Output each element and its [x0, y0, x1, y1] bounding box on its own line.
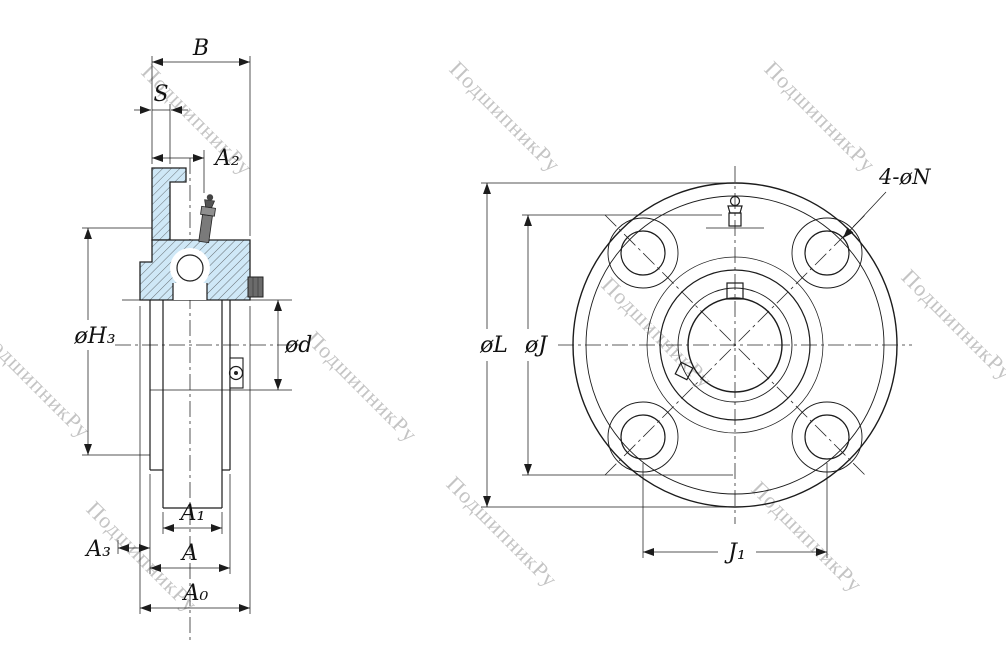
dimension-lines-right	[483, 183, 887, 556]
watermark-text: ПодшипникРу	[747, 476, 868, 597]
dim-label-A0: A₀	[182, 581, 209, 606]
watermark-text: ПодшипникРу	[442, 471, 563, 592]
housing-section	[139, 167, 251, 301]
nipple-tip	[729, 195, 741, 207]
watermark-text: ПодшипникРу	[137, 59, 258, 180]
dim-label-4N: 4-øN	[878, 165, 931, 189]
dim-label-A2: A₂	[213, 146, 240, 171]
screw-hole	[228, 365, 244, 381]
dim-label-J1: J₁	[724, 540, 746, 565]
bolt-hole	[804, 414, 850, 460]
dim-label-A1: A₁	[179, 501, 206, 526]
set-screw-front	[674, 361, 694, 381]
outer-flange-circle	[572, 182, 898, 508]
bolt-hole	[620, 414, 666, 460]
shaft-bore-circle	[687, 297, 783, 393]
spigot-circle	[646, 256, 824, 434]
watermark-text: ПодшипникРу	[445, 56, 566, 177]
bolt-lobe	[607, 217, 679, 289]
dim-label-d: ød	[284, 333, 312, 358]
leader-line-4xN	[842, 191, 887, 239]
locating-slot	[726, 282, 744, 300]
inner-ring-circle	[677, 287, 793, 403]
watermark-text: ПодшипникРу	[897, 264, 1006, 385]
dim-label-L: øL	[479, 333, 508, 358]
diagonal-centerline	[604, 214, 866, 476]
cartridge-barrel	[149, 300, 244, 509]
watermark-text: ПодшипникРу	[760, 56, 881, 177]
dim-label-J: øJ	[524, 333, 548, 358]
nipple-stem	[198, 214, 213, 244]
nipple-tip	[206, 194, 214, 201]
watermark-text: ПодшипникРу	[302, 326, 423, 447]
bolt-lobe	[791, 401, 863, 473]
flange-plate-hatch	[151, 167, 187, 241]
nipple-cone	[204, 199, 216, 209]
nipple-cone	[727, 205, 743, 214]
housing-bore-circle	[659, 269, 811, 421]
dim-label-A: A	[180, 541, 198, 566]
set-screw-side	[247, 276, 264, 298]
screw-hole-center	[234, 371, 238, 375]
dim-label-A3: A₃	[84, 537, 111, 562]
inner-ring-gap	[173, 283, 207, 300]
dimension-lines-left	[84, 58, 282, 612]
grease-nipple-front-icon	[706, 195, 764, 229]
bolt-lobe	[607, 401, 679, 473]
nipple-hex	[200, 205, 216, 217]
bolt-hole	[620, 230, 666, 276]
bearing-ball	[176, 254, 204, 282]
extension-lines-left	[82, 56, 292, 614]
dim-label-H3: øH₃	[73, 324, 115, 349]
dim-label-B: B	[192, 36, 209, 61]
dim-label-S: S	[153, 82, 168, 107]
side-section-view: B S A₂ øH₃ ød A₁ A₃ A A₀	[73, 36, 312, 640]
extension-lines-right	[481, 182, 828, 558]
bolt-lobe	[791, 217, 863, 289]
bolt-hole	[804, 230, 850, 276]
front-view: øL øJ J₁ 4-øN	[479, 165, 931, 565]
grease-nipple-icon	[198, 194, 216, 244]
